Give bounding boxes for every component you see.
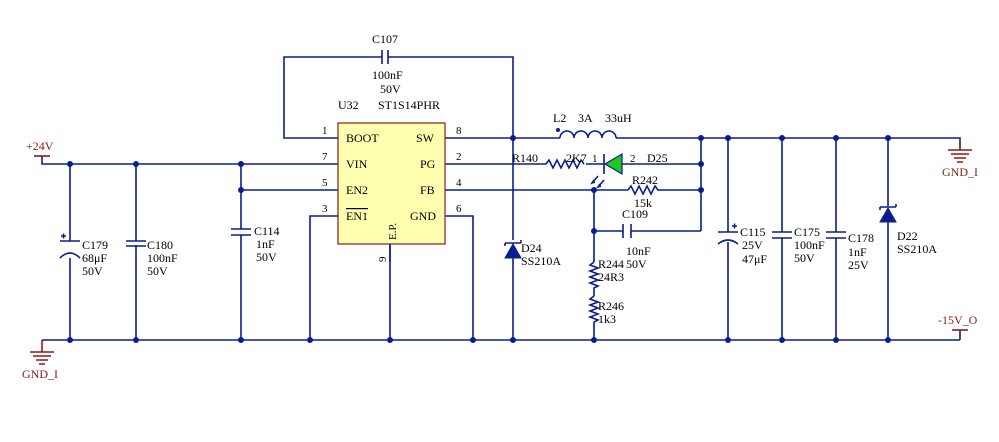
net-gnd-left-port: GND_I	[22, 340, 58, 381]
l2-current: 3A	[578, 111, 593, 125]
c115-ref: C115	[740, 225, 766, 239]
c109-voltage: 50V	[626, 257, 647, 271]
d25-ref: D25	[647, 151, 668, 165]
r242-ref: R242	[632, 173, 658, 187]
net-gnd-left-label: GND_I	[22, 367, 58, 381]
pin-name-gnd: GND	[410, 209, 436, 223]
ic-u32: U32 ST1S14PHR 1 7 5 3 8 2 4 6 9 BOOT VIN…	[312, 98, 462, 262]
pin-num-vin: 7	[322, 151, 328, 163]
pin-num-sw: 8	[456, 125, 462, 137]
pin-name-en1: EN1	[346, 209, 368, 223]
c178-ref: C178	[848, 231, 874, 245]
capacitor-c175: C175 100nF 50V	[772, 225, 825, 265]
r244-value: 24R3	[598, 270, 624, 284]
c109-value: 10nF	[626, 244, 651, 258]
r242-value: 15k	[634, 196, 652, 210]
capacitor-c179: C179 68μF 50V	[59, 233, 108, 278]
capacitor-c178: C178 1nF 25V	[826, 231, 874, 272]
pin-num-gnd: 6	[456, 203, 462, 215]
c179-ref: C179	[82, 238, 108, 252]
l2-ref: L2	[553, 111, 566, 125]
net-vin-label: +24V	[26, 139, 54, 153]
d24-ref: D24	[521, 241, 542, 255]
resistor-r244: R244 24R3	[587, 257, 624, 296]
r140-ref: R140	[512, 151, 538, 165]
pin-num-fb: 4	[456, 177, 462, 189]
c115-voltage: 25V	[742, 238, 763, 252]
c179-voltage: 50V	[82, 264, 103, 278]
diode-d24: D24 SS210A	[504, 240, 561, 268]
d25-pin1: 1	[592, 153, 598, 165]
pin-name-vin: VIN	[346, 157, 368, 171]
capacitor-c115: C115 25V 47μF	[717, 223, 767, 266]
pin-name-pg: PG	[420, 157, 436, 171]
pin-num-boot: 1	[322, 125, 328, 137]
net-gnd-right-port: GND_I	[942, 148, 978, 179]
d22-part: SS210A	[897, 242, 937, 256]
r246-value: 1k3	[598, 312, 616, 326]
pin-name-fb: FB	[420, 183, 435, 197]
diode-d22: D22 SS210A	[879, 204, 937, 256]
ic-body	[337, 122, 446, 245]
c175-voltage: 50V	[794, 251, 815, 265]
d24-part: SS210A	[521, 254, 561, 268]
c109-ref: C109	[622, 207, 648, 221]
c114-value: 1nF	[256, 237, 275, 251]
capacitor-c107: C107 100nF 50V	[372, 32, 403, 96]
r140-value: 2K7	[566, 151, 587, 165]
ic-ref: U32	[338, 98, 359, 112]
pin-name-boot: BOOT	[346, 131, 379, 145]
capacitor-c109: C109 10nF 50V	[622, 207, 651, 271]
pin-num-en1: 3	[322, 203, 328, 215]
c180-value: 100nF	[147, 251, 178, 265]
capacitor-c114: C114 1nF 50V	[231, 224, 280, 264]
c107-voltage: 50V	[380, 82, 401, 96]
net-out-port: -15V_O	[938, 313, 978, 331]
pin-name-sw: SW	[416, 131, 435, 145]
c114-voltage: 50V	[256, 250, 277, 264]
capacitor-c180: C180 100nF 50V	[126, 238, 178, 278]
r246-ref: R246	[598, 299, 624, 313]
c114-ref: C114	[254, 224, 280, 238]
resistor-r242: R242 15k	[627, 173, 660, 210]
pin-num-ep: 9	[377, 256, 389, 262]
pin-name-en2: EN2	[346, 183, 368, 197]
wires	[41, 56, 961, 341]
net-gnd-right-label: GND_I	[942, 165, 978, 179]
inductor-l2: L2 3A 33uH	[553, 111, 632, 139]
l2-value: 33uH	[605, 111, 632, 125]
c178-value: 1nF	[848, 245, 867, 259]
r244-ref: R244	[598, 257, 624, 271]
ic-part: ST1S14PHR	[378, 98, 440, 112]
c180-ref: C180	[147, 238, 173, 252]
d25-pin2: 2	[630, 153, 636, 165]
c179-value: 68μF	[82, 251, 107, 265]
pin-name-ep: E.P.	[387, 223, 399, 240]
c175-ref: C175	[794, 225, 820, 239]
d22-ref: D22	[897, 229, 918, 243]
net-vin-port: +24V	[26, 139, 54, 157]
pin-num-pg: 2	[456, 151, 462, 163]
resistor-r140: R140 2K7	[512, 151, 587, 170]
c175-value: 100nF	[794, 238, 825, 252]
c115-value: 47μF	[742, 252, 767, 266]
c180-voltage: 50V	[147, 264, 168, 278]
c107-ref: C107	[372, 32, 398, 46]
net-out-label: -15V_O	[938, 313, 978, 327]
pin-num-en2: 5	[322, 177, 328, 189]
c107-value: 100nF	[372, 68, 403, 82]
c178-voltage: 25V	[848, 258, 869, 272]
resistor-r246: R246 1k3	[587, 295, 624, 326]
junctions	[67, 135, 891, 343]
led-d25: 1 2 D25	[590, 151, 668, 189]
